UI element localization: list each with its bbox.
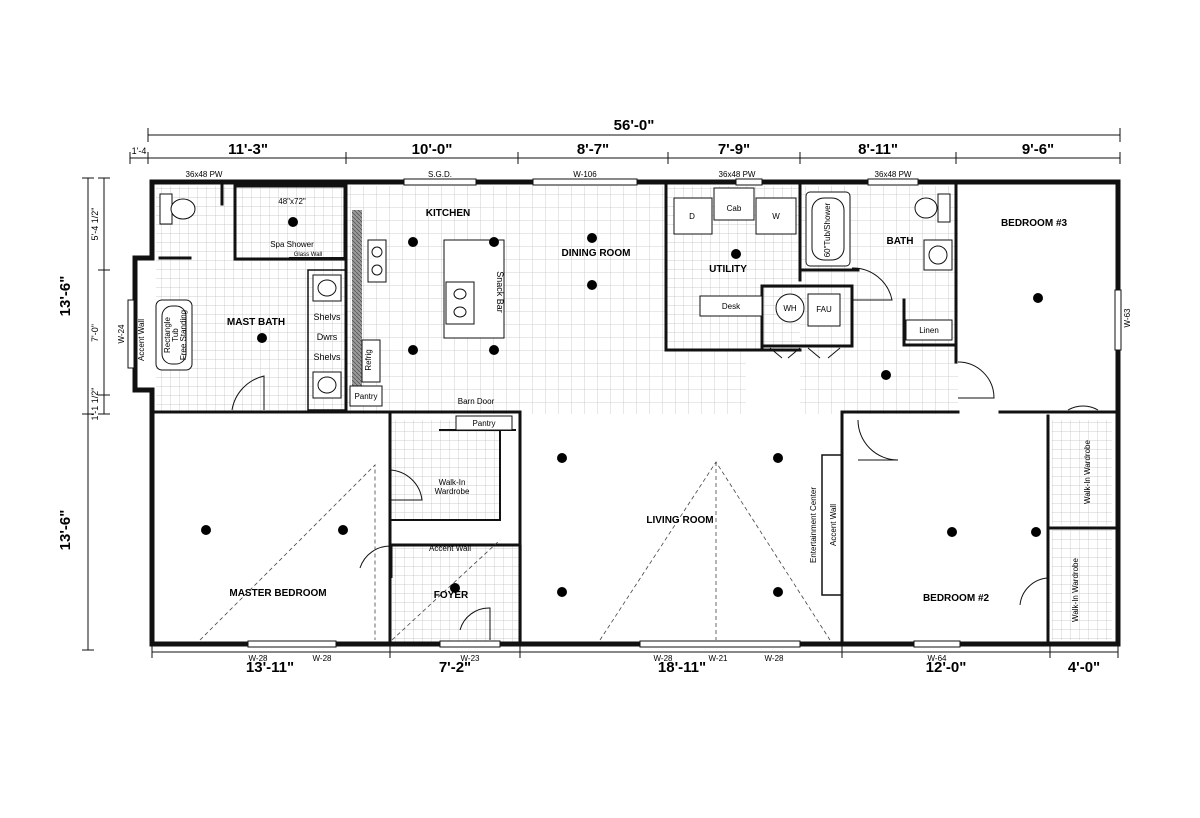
- dim-left-seg2: 7'-0": [90, 324, 100, 342]
- fixtures: [155, 187, 953, 431]
- window-w28-d: W-28: [765, 654, 785, 663]
- utility-cab: Cab: [727, 204, 742, 213]
- walk-in-wardrobe-1: Walk-In: [439, 478, 466, 487]
- dim-top-0: 1'-4: [132, 146, 147, 156]
- window-36x48-mast-bath: 36x48 PW: [186, 170, 223, 179]
- vanity-drawers: Dwrs: [317, 332, 338, 342]
- tub-label-2: Tub: [171, 328, 180, 342]
- room-bedroom-3: BEDROOM #3: [1001, 218, 1068, 229]
- walk-in-wardrobe-right-1: Walk-In Wardrobe: [1083, 440, 1092, 504]
- window-w63: W-63: [1123, 308, 1132, 328]
- utility-washer: W: [772, 212, 780, 221]
- shower-size: 48"x72": [278, 197, 306, 206]
- sliding-glass-door-label: S.G.D.: [428, 170, 452, 179]
- room-kitchen: KITCHEN: [426, 208, 470, 219]
- foyer-pantry: Pantry: [472, 419, 495, 428]
- room-dining: DINING ROOM: [562, 248, 631, 259]
- furnace: FAU: [816, 305, 832, 314]
- accent-wall-mast-bath: Accent Wall: [137, 319, 146, 361]
- room-master-bedroom: MASTER BEDROOM: [229, 588, 326, 599]
- dim-top-4: 7'-9": [718, 141, 750, 158]
- dim-top-5: 8'-11": [858, 141, 898, 158]
- dim-top-6: 9'-6": [1022, 141, 1054, 158]
- window-36x48-utility: 36x48 PW: [719, 170, 756, 179]
- window-w64: W-64: [928, 654, 948, 663]
- window-w21: W-21: [709, 654, 729, 663]
- window-w28-a: W-28: [249, 654, 269, 663]
- refrigerator: Refrig: [364, 349, 373, 370]
- dim-left-lower: 13'-6": [57, 510, 74, 551]
- dim-top-1: 11'-3": [228, 141, 268, 158]
- dim-bottom-2: 7'-2": [439, 659, 471, 676]
- walls: [132, 179, 1121, 647]
- utility-desk: Desk: [722, 302, 741, 311]
- kitchen-pantry: Pantry: [354, 392, 377, 401]
- barn-door: Barn Door: [458, 397, 495, 406]
- window-w24: W-24: [117, 324, 126, 344]
- room-utility: UTILITY: [709, 264, 747, 275]
- vanity-shelves-top: Shelvs: [313, 312, 341, 322]
- windows: [127, 178, 1122, 648]
- door-swings: [231, 267, 1099, 640]
- room-living: LIVING ROOM: [646, 515, 713, 526]
- accent-wall-living: Accent Wall: [829, 504, 838, 546]
- window-w106: W-106: [573, 170, 597, 179]
- snack-bar: Snack Bar: [495, 271, 505, 313]
- window-w28-b: W-28: [313, 654, 333, 663]
- walk-in-wardrobe-2: Wardrobe: [435, 487, 470, 496]
- spa-shower: Spa Shower: [270, 240, 314, 249]
- tub-label-3: Free Standing: [179, 310, 188, 360]
- room-foyer: FOYER: [434, 590, 469, 601]
- room-bath: BATH: [886, 236, 913, 247]
- walk-in-wardrobe-right-2: Walk-In Wardrobe: [1071, 558, 1080, 622]
- tub-shower: 60"Tub/Shower: [823, 202, 832, 257]
- light-fixtures: [201, 217, 1043, 597]
- room-mast-bath: MAST BATH: [227, 317, 285, 328]
- glass-wall: Glass Wall: [294, 252, 322, 258]
- dim-top-2: 10'-0": [412, 141, 453, 158]
- window-w28-c: W-28: [654, 654, 674, 663]
- linen-closet: Linen: [919, 326, 939, 335]
- tub-label-1: Rectangle: [163, 316, 172, 353]
- room-bedroom-2: BEDROOM #2: [923, 593, 990, 604]
- vanity-shelves-bottom: Shelvs: [313, 352, 341, 362]
- dim-top-3: 8'-7": [577, 141, 609, 158]
- dimension-lines: [82, 128, 1121, 658]
- dim-left-seg1: 5'-4 1/2": [90, 208, 100, 241]
- window-w23: W-23: [461, 654, 481, 663]
- dim-bottom-1: 13'-11": [246, 659, 294, 676]
- dim-left-upper: 13'-6": [57, 276, 74, 317]
- accent-wall-foyer: Accent Wall: [429, 544, 471, 553]
- water-heater: WH: [783, 304, 797, 313]
- dim-left-seg3: 1'-1 1/2": [90, 388, 100, 421]
- entertainment-center: Entertainment Center: [809, 487, 818, 563]
- window-36x48-bath: 36x48 PW: [875, 170, 912, 179]
- overall-width-label: 56'-0": [614, 117, 655, 134]
- dim-bottom-5: 4'-0": [1068, 659, 1100, 676]
- dim-bottom-4: 12'-0": [926, 659, 967, 676]
- utility-dryer: D: [689, 212, 695, 221]
- vault-lines: [199, 461, 831, 641]
- dim-bottom-3: 18'-11": [658, 659, 706, 676]
